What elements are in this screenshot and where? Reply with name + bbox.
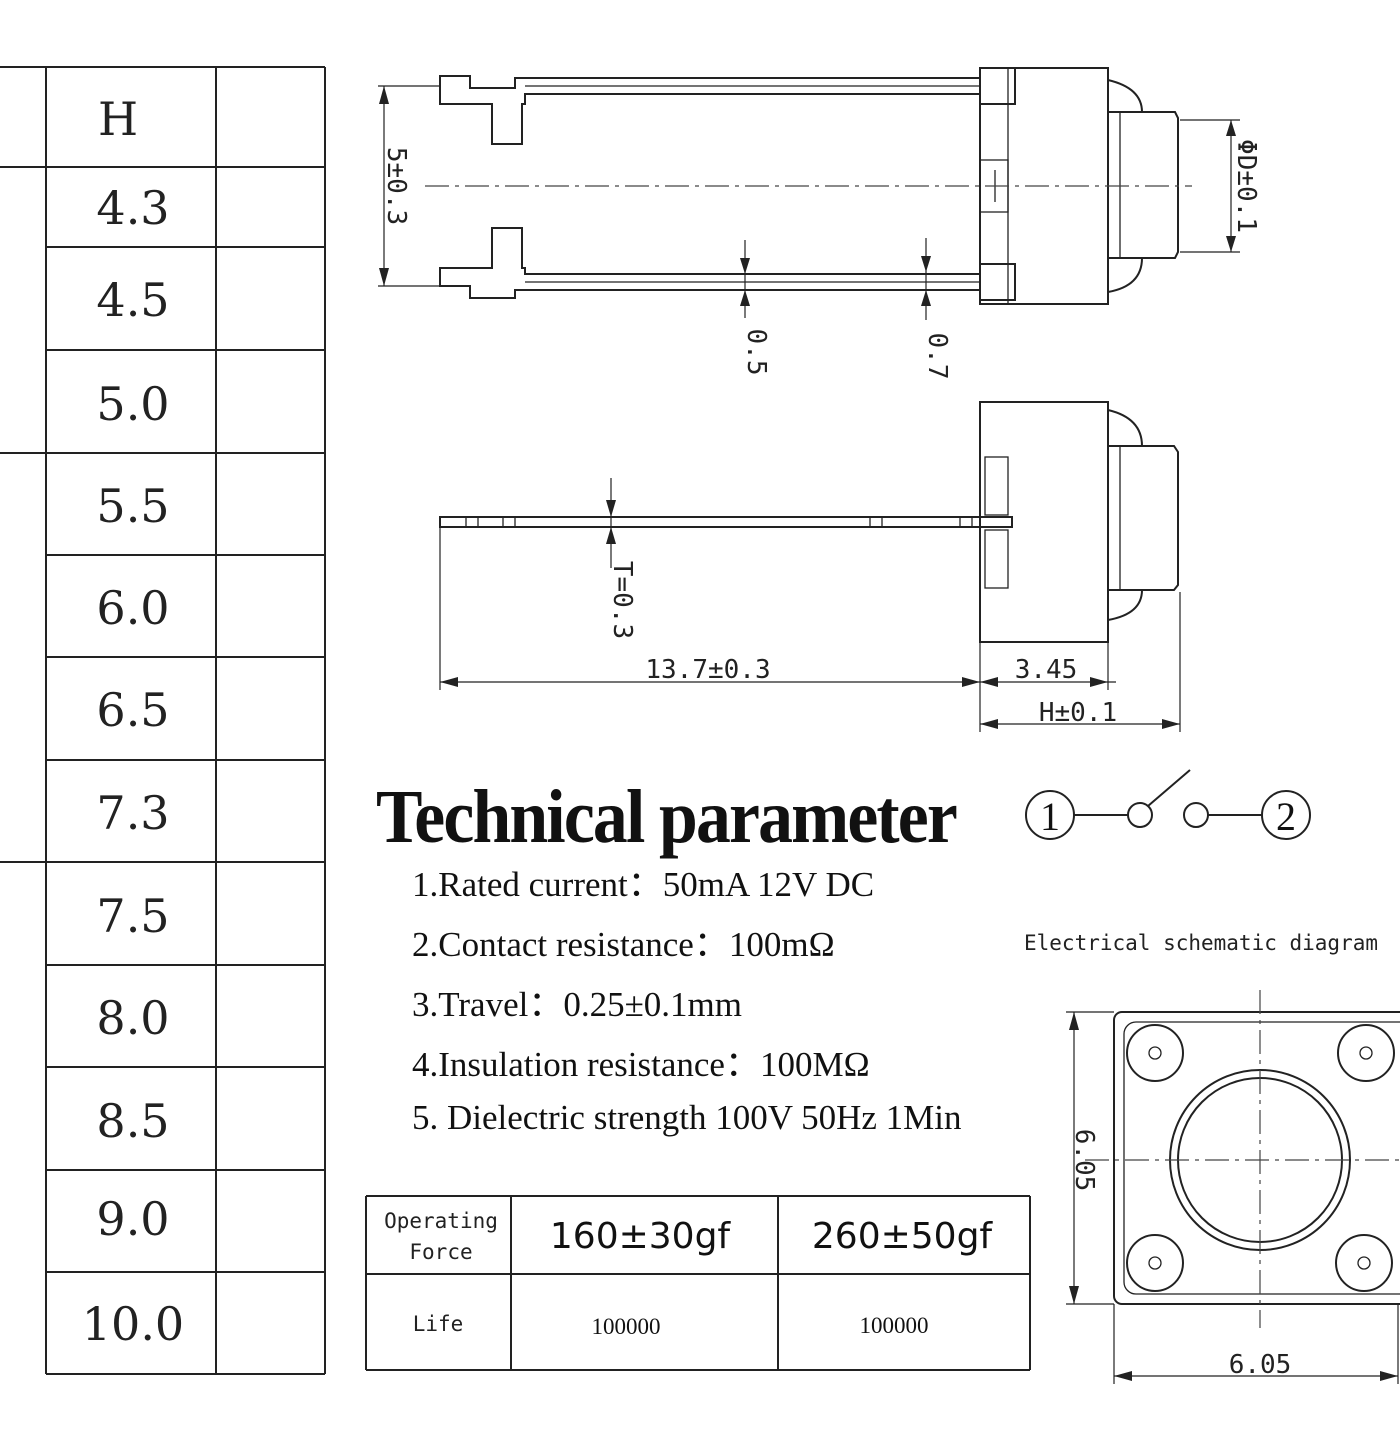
pin2-label: 2 <box>1276 794 1296 839</box>
height-table: H 4.3 4.5 5.0 5.5 6.0 6.5 7.3 7.5 8.0 8.… <box>0 66 326 1375</box>
force-value: 260±50gf <box>812 1216 994 1257</box>
tech-item: 4.Insulation resistance：100MΩ <box>412 1045 870 1084</box>
dim-height-h: H±0.1 <box>1039 698 1117 728</box>
height-value: 9.0 <box>96 1192 169 1246</box>
height-value: 5.5 <box>96 479 169 533</box>
electrical-schematic: 1 2 Electrical schematic diagram <box>1024 769 1378 955</box>
height-value: 4.5 <box>96 273 169 327</box>
height-value: 6.5 <box>96 683 169 737</box>
dim-width-5: 5±0.3 <box>381 147 411 225</box>
tech-item: 3.Travel：0.25±0.1mm <box>412 985 742 1024</box>
height-value: 7.3 <box>96 786 169 840</box>
tech-item: 2.Contact resistance：100mΩ <box>412 925 835 964</box>
height-value: 8.5 <box>96 1094 169 1148</box>
height-header: H <box>98 92 138 146</box>
height-value: 6.0 <box>96 581 169 635</box>
technical-parameters: Technical parameter 1.Rated current：50mA… <box>376 775 962 1137</box>
force-value: 160±30gf <box>550 1216 732 1257</box>
operating-force-label: Operating <box>384 1209 498 1233</box>
top-view: 5±0.3 ΦD±0.1 0.5 0.7 <box>378 67 1261 380</box>
dim-phi-d: ΦD±0.1 <box>1231 139 1261 233</box>
life-value: 100000 <box>592 1314 661 1339</box>
pin1-label: 1 <box>1040 794 1060 839</box>
dim-pin-05: 0.5 <box>741 329 771 376</box>
height-value: 4.3 <box>96 181 169 235</box>
dim-bottom-side: 6.05 <box>1069 1129 1099 1192</box>
tech-item: 5. Dielectric strength 100V 50Hz 1Min <box>412 1098 962 1137</box>
height-value: 7.5 <box>96 889 169 943</box>
height-value: 8.0 <box>96 991 169 1045</box>
dim-body-345: 3.45 <box>1015 655 1078 685</box>
dim-bottom-width: 6.05 <box>1229 1350 1292 1380</box>
operating-force-label: Force <box>409 1240 472 1264</box>
height-value: 10.0 <box>82 1297 184 1351</box>
height-value: 5.0 <box>96 377 169 431</box>
force-life-table: Operating Force 160±30gf 260±50gf Life 1… <box>365 1195 1031 1371</box>
side-view: T=0.3 13.7±0.3 3.45 H±0.1 <box>439 401 1181 732</box>
bottom-view: 6.05 6.05 <box>1066 990 1400 1384</box>
dim-length: 13.7±0.3 <box>645 655 770 685</box>
tech-title: Technical parameter <box>376 775 957 859</box>
dim-pin-07: 0.7 <box>922 333 952 380</box>
life-value: 100000 <box>860 1313 929 1338</box>
schematic-caption: Electrical schematic diagram <box>1024 931 1378 955</box>
tech-item: 1.Rated current：50mA 12V DC <box>412 865 874 904</box>
dim-thickness: T=0.3 <box>607 561 637 639</box>
life-label: Life <box>413 1312 464 1336</box>
